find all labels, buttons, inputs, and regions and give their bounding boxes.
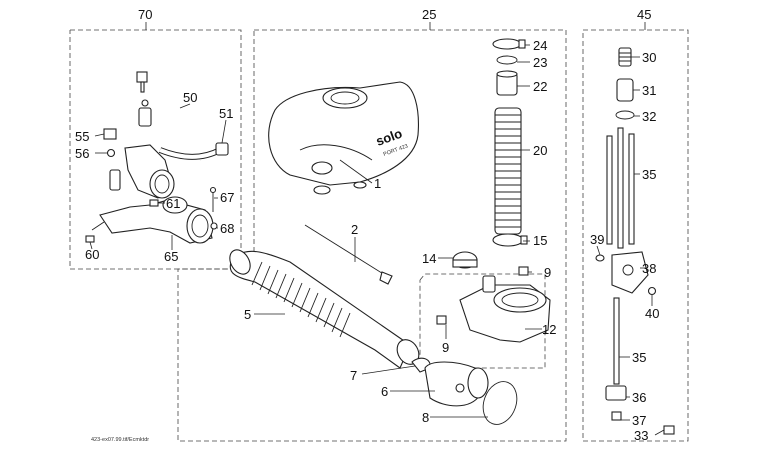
part-label-68: 68 (220, 221, 234, 236)
part-label-15: 15 (533, 233, 547, 248)
footer-code: 423-ex07.99.tif/Ecmktdr (91, 437, 149, 443)
part-label-24: 24 (533, 38, 547, 53)
group-label-25: 25 (422, 7, 436, 22)
frame-group-45 (582, 29, 689, 442)
part-label-7: 7 (350, 368, 357, 383)
part-label-35-lower: 35 (632, 350, 646, 365)
part-label-38: 38 (642, 261, 656, 276)
group-45-parts (595, 47, 675, 435)
part-label-67: 67 (220, 190, 234, 205)
part-label-33: 33 (634, 428, 648, 443)
part-label-20: 20 (533, 143, 547, 158)
part-label-31: 31 (642, 83, 656, 98)
part-label-14: 14 (422, 251, 436, 266)
group-label-45: 45 (637, 7, 651, 22)
part-label-36: 36 (632, 390, 646, 405)
part-label-8: 8 (422, 410, 429, 425)
part-label-50: 50 (183, 90, 197, 105)
part-label-5: 5 (244, 307, 251, 322)
part-label-55: 55 (75, 129, 89, 144)
frame-nozzle-assembly (419, 273, 546, 369)
frame-group-25 (177, 29, 567, 442)
part-label-56: 56 (75, 146, 89, 161)
part-label-9-upper: 9 (544, 265, 551, 280)
part-label-37: 37 (632, 413, 646, 428)
part-label-32: 32 (642, 109, 656, 124)
part-label-22: 22 (533, 79, 547, 94)
part-label-35-upper: 35 (642, 167, 656, 182)
part-label-51: 51 (219, 106, 233, 121)
part-label-60: 60 (85, 247, 99, 262)
part-label-12: 12 (542, 322, 556, 337)
part-label-40: 40 (645, 306, 659, 321)
part-label-30: 30 (642, 50, 656, 65)
part-label-1: 1 (374, 176, 381, 191)
part-label-2: 2 (351, 222, 358, 237)
part-label-6: 6 (381, 384, 388, 399)
part-label-23: 23 (533, 55, 547, 70)
leader-lines (89, 44, 665, 436)
part-label-61: 61 (166, 196, 180, 211)
group-25-parts: solo PORT 423 (229, 38, 551, 425)
part-label-65: 65 (164, 249, 178, 264)
part-label-39: 39 (590, 232, 604, 247)
group-70-parts (85, 71, 229, 244)
group-label-70: 70 (138, 7, 152, 22)
part-label-9-lower: 9 (442, 340, 449, 355)
